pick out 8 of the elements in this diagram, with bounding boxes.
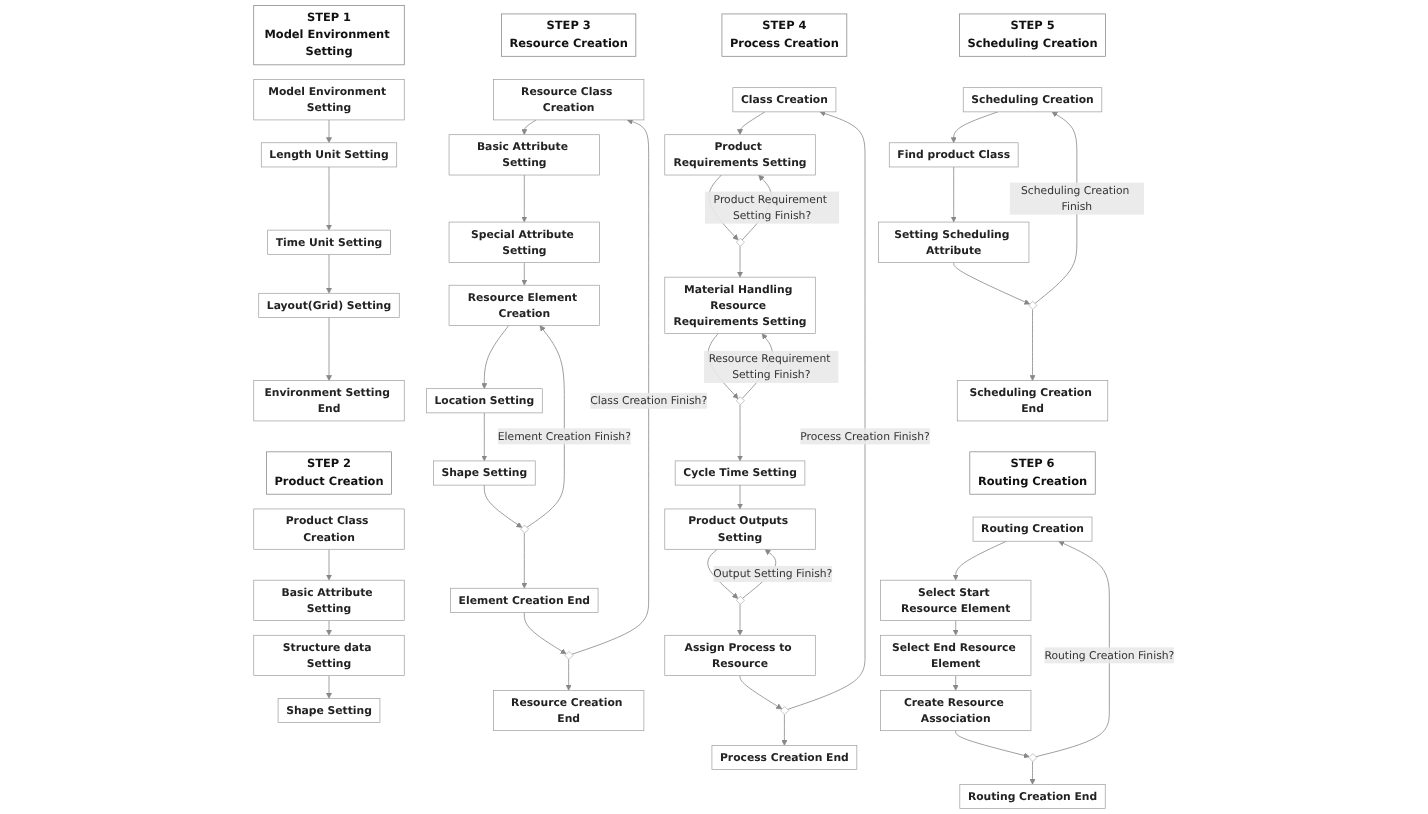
node-diamond bbox=[564, 651, 574, 660]
node-diamond bbox=[780, 706, 790, 715]
node-diamond bbox=[520, 524, 529, 534]
node-diamond bbox=[1028, 301, 1038, 310]
node-diamond bbox=[736, 237, 745, 247]
node-diamond bbox=[1028, 753, 1038, 762]
node-diamond bbox=[736, 595, 745, 605]
node-diamond bbox=[736, 396, 745, 406]
